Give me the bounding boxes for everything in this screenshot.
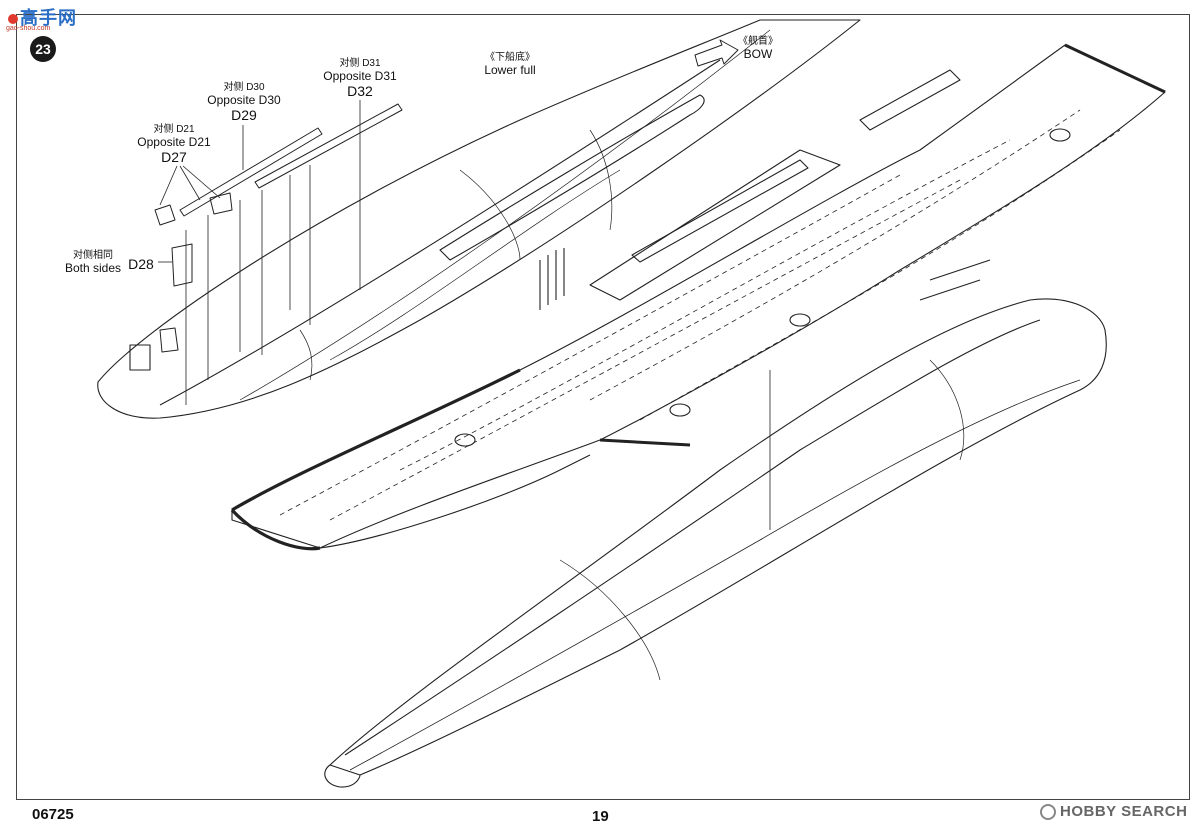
part-label-d28: D28 (128, 256, 154, 272)
callout-d31-cn: 对侧 D31 (339, 58, 381, 69)
callout-bow-en: BOW (743, 46, 773, 61)
callout-d28-cn: 对侧相同 (73, 250, 113, 261)
leader-lines (158, 100, 771, 530)
page-border (16, 14, 1190, 800)
flight-deck (230, 43, 1166, 551)
part-label-d29: D29 (231, 107, 257, 124)
small-parts (154, 103, 403, 353)
callout-d21-cn: 对侧 D21 (153, 124, 195, 135)
part-label-d27: D27 (161, 149, 187, 166)
part-label-d32: D32 (347, 83, 373, 100)
site-logo: 高手网 (6, 4, 77, 30)
callout-bow-cn: 《舰首》 (738, 36, 778, 47)
callout-d21-en: Opposite D21 (137, 134, 211, 149)
callout-d21: 对侧 D21 Opposite D21 D27 (132, 124, 216, 165)
callout-bow: 《舰首》 BOW (732, 36, 784, 61)
bow-arrow (694, 39, 739, 67)
product-code: 06725 (32, 806, 74, 823)
callout-d31-en: Opposite D31 (323, 68, 397, 83)
callout-lower-hull-cn: 《下船底》 (485, 52, 535, 63)
callout-d28: 对侧相同 Both sides (60, 250, 126, 275)
step-number-badge: 23 (30, 36, 56, 62)
hobby-search-watermark: HOBBY SEARCH (1040, 803, 1187, 821)
callout-d28-en: Both sides (64, 260, 122, 275)
callout-d30-en: Opposite D30 (207, 92, 281, 107)
callout-lower-hull-en: Lower full (484, 62, 536, 77)
watermark-icon (1040, 804, 1056, 821)
upper-hull-piece (97, 19, 861, 419)
callout-d30-cn: 对侧 D30 (223, 82, 265, 93)
callout-d31: 对侧 D31 Opposite D31 D32 (318, 58, 402, 99)
callout-lower-hull: 《下船底》 Lower full (474, 52, 546, 77)
site-url: gao-shou.com (6, 25, 51, 32)
lower-hull (324, 298, 1107, 788)
page-number: 19 (592, 808, 609, 825)
callout-d30: 对侧 D30 Opposite D30 D29 (202, 82, 286, 123)
